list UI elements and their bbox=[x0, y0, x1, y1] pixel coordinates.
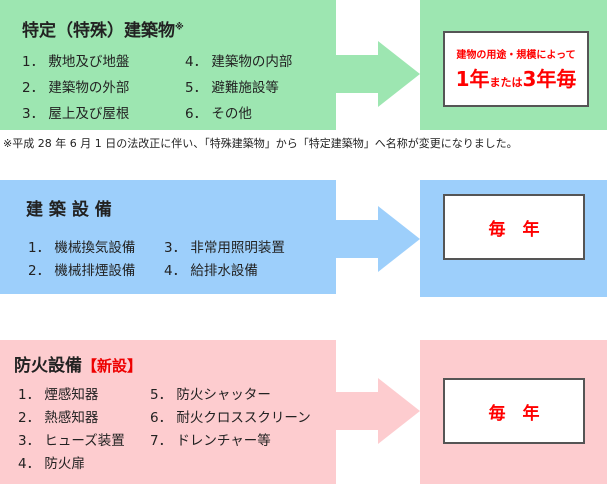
list-item: 4． 防火扉 bbox=[18, 456, 85, 472]
building-equipment-panel: 建 築 設 備 1． 機械換気設備 2． 機械排煙設備 3． 非常用照明装置 4… bbox=[0, 180, 336, 294]
inspection-frequency-box: 建物の用途・規模によって 1年または3年毎 bbox=[443, 31, 589, 107]
list-item: 2． 機械排煙設備 bbox=[28, 263, 136, 279]
fire-equipment-panel: 防火設備【新設】 1． 煙感知器 2． 熱感知器 3． ヒューズ装置 4． 防火… bbox=[0, 340, 336, 484]
arrow-shaft bbox=[336, 220, 380, 258]
frequency-note: 建物の用途・規模によって bbox=[456, 50, 576, 61]
list-item: 7． ドレンチャー等 bbox=[150, 433, 271, 449]
list-item: 1． 煙感知器 bbox=[18, 387, 99, 403]
note-mark: ※ bbox=[175, 22, 184, 33]
arrow-right-icon bbox=[378, 378, 420, 444]
frequency-value: 1年または3年毎 bbox=[455, 67, 577, 91]
list-item: 5． 防火シャッター bbox=[150, 387, 271, 403]
list-item: 1． 敷地及び地盤 bbox=[22, 54, 130, 70]
list-item: 2． 熱感知器 bbox=[18, 410, 99, 426]
inspection-frequency-box: 毎 年 bbox=[443, 194, 585, 260]
inspection-frequency-box: 毎 年 bbox=[443, 378, 585, 444]
new-badge: 【新設】 bbox=[82, 357, 143, 375]
arrow-shaft bbox=[336, 392, 380, 430]
result-panel-1: 建物の用途・規模によって 1年または3年毎 bbox=[420, 0, 607, 130]
arrow-shaft bbox=[336, 55, 380, 93]
section1-title: 特定（特殊）建築物 bbox=[22, 21, 175, 41]
result-panel-2: 毎 年 bbox=[420, 180, 607, 297]
list-item: 3． 屋上及び屋根 bbox=[22, 106, 130, 122]
arrow-right-icon bbox=[378, 206, 420, 272]
list-item: 5． 避難施設等 bbox=[185, 80, 279, 96]
list-item: 6． その他 bbox=[185, 106, 252, 122]
footnote: ※平成 28 年 6 月 1 日の法改正に伴い、「特殊建築物」から「特定建築物」… bbox=[3, 137, 518, 150]
list-item: 2． 建築物の外部 bbox=[22, 80, 130, 96]
list-item: 3． ヒューズ装置 bbox=[18, 433, 125, 449]
frequency-value: 毎 年 bbox=[488, 219, 540, 240]
list-item: 3． 非常用照明装置 bbox=[164, 240, 285, 256]
section2-title: 建 築 設 備 bbox=[26, 200, 112, 220]
section3-title: 防火設備 bbox=[14, 356, 82, 376]
list-item: 1． 機械換気設備 bbox=[28, 240, 136, 256]
arrow-right-icon bbox=[378, 41, 420, 107]
list-item: 4． 給排水設備 bbox=[164, 263, 258, 279]
frequency-value: 毎 年 bbox=[488, 403, 540, 424]
list-item: 4． 建築物の内部 bbox=[185, 54, 293, 70]
specific-building-panel: 特定（特殊）建築物※ 1． 敷地及び地盤 2． 建築物の外部 3． 屋上及び屋根… bbox=[0, 0, 336, 130]
list-item: 6． 耐火クロススクリーン bbox=[150, 410, 311, 426]
result-panel-3: 毎 年 bbox=[420, 340, 607, 484]
